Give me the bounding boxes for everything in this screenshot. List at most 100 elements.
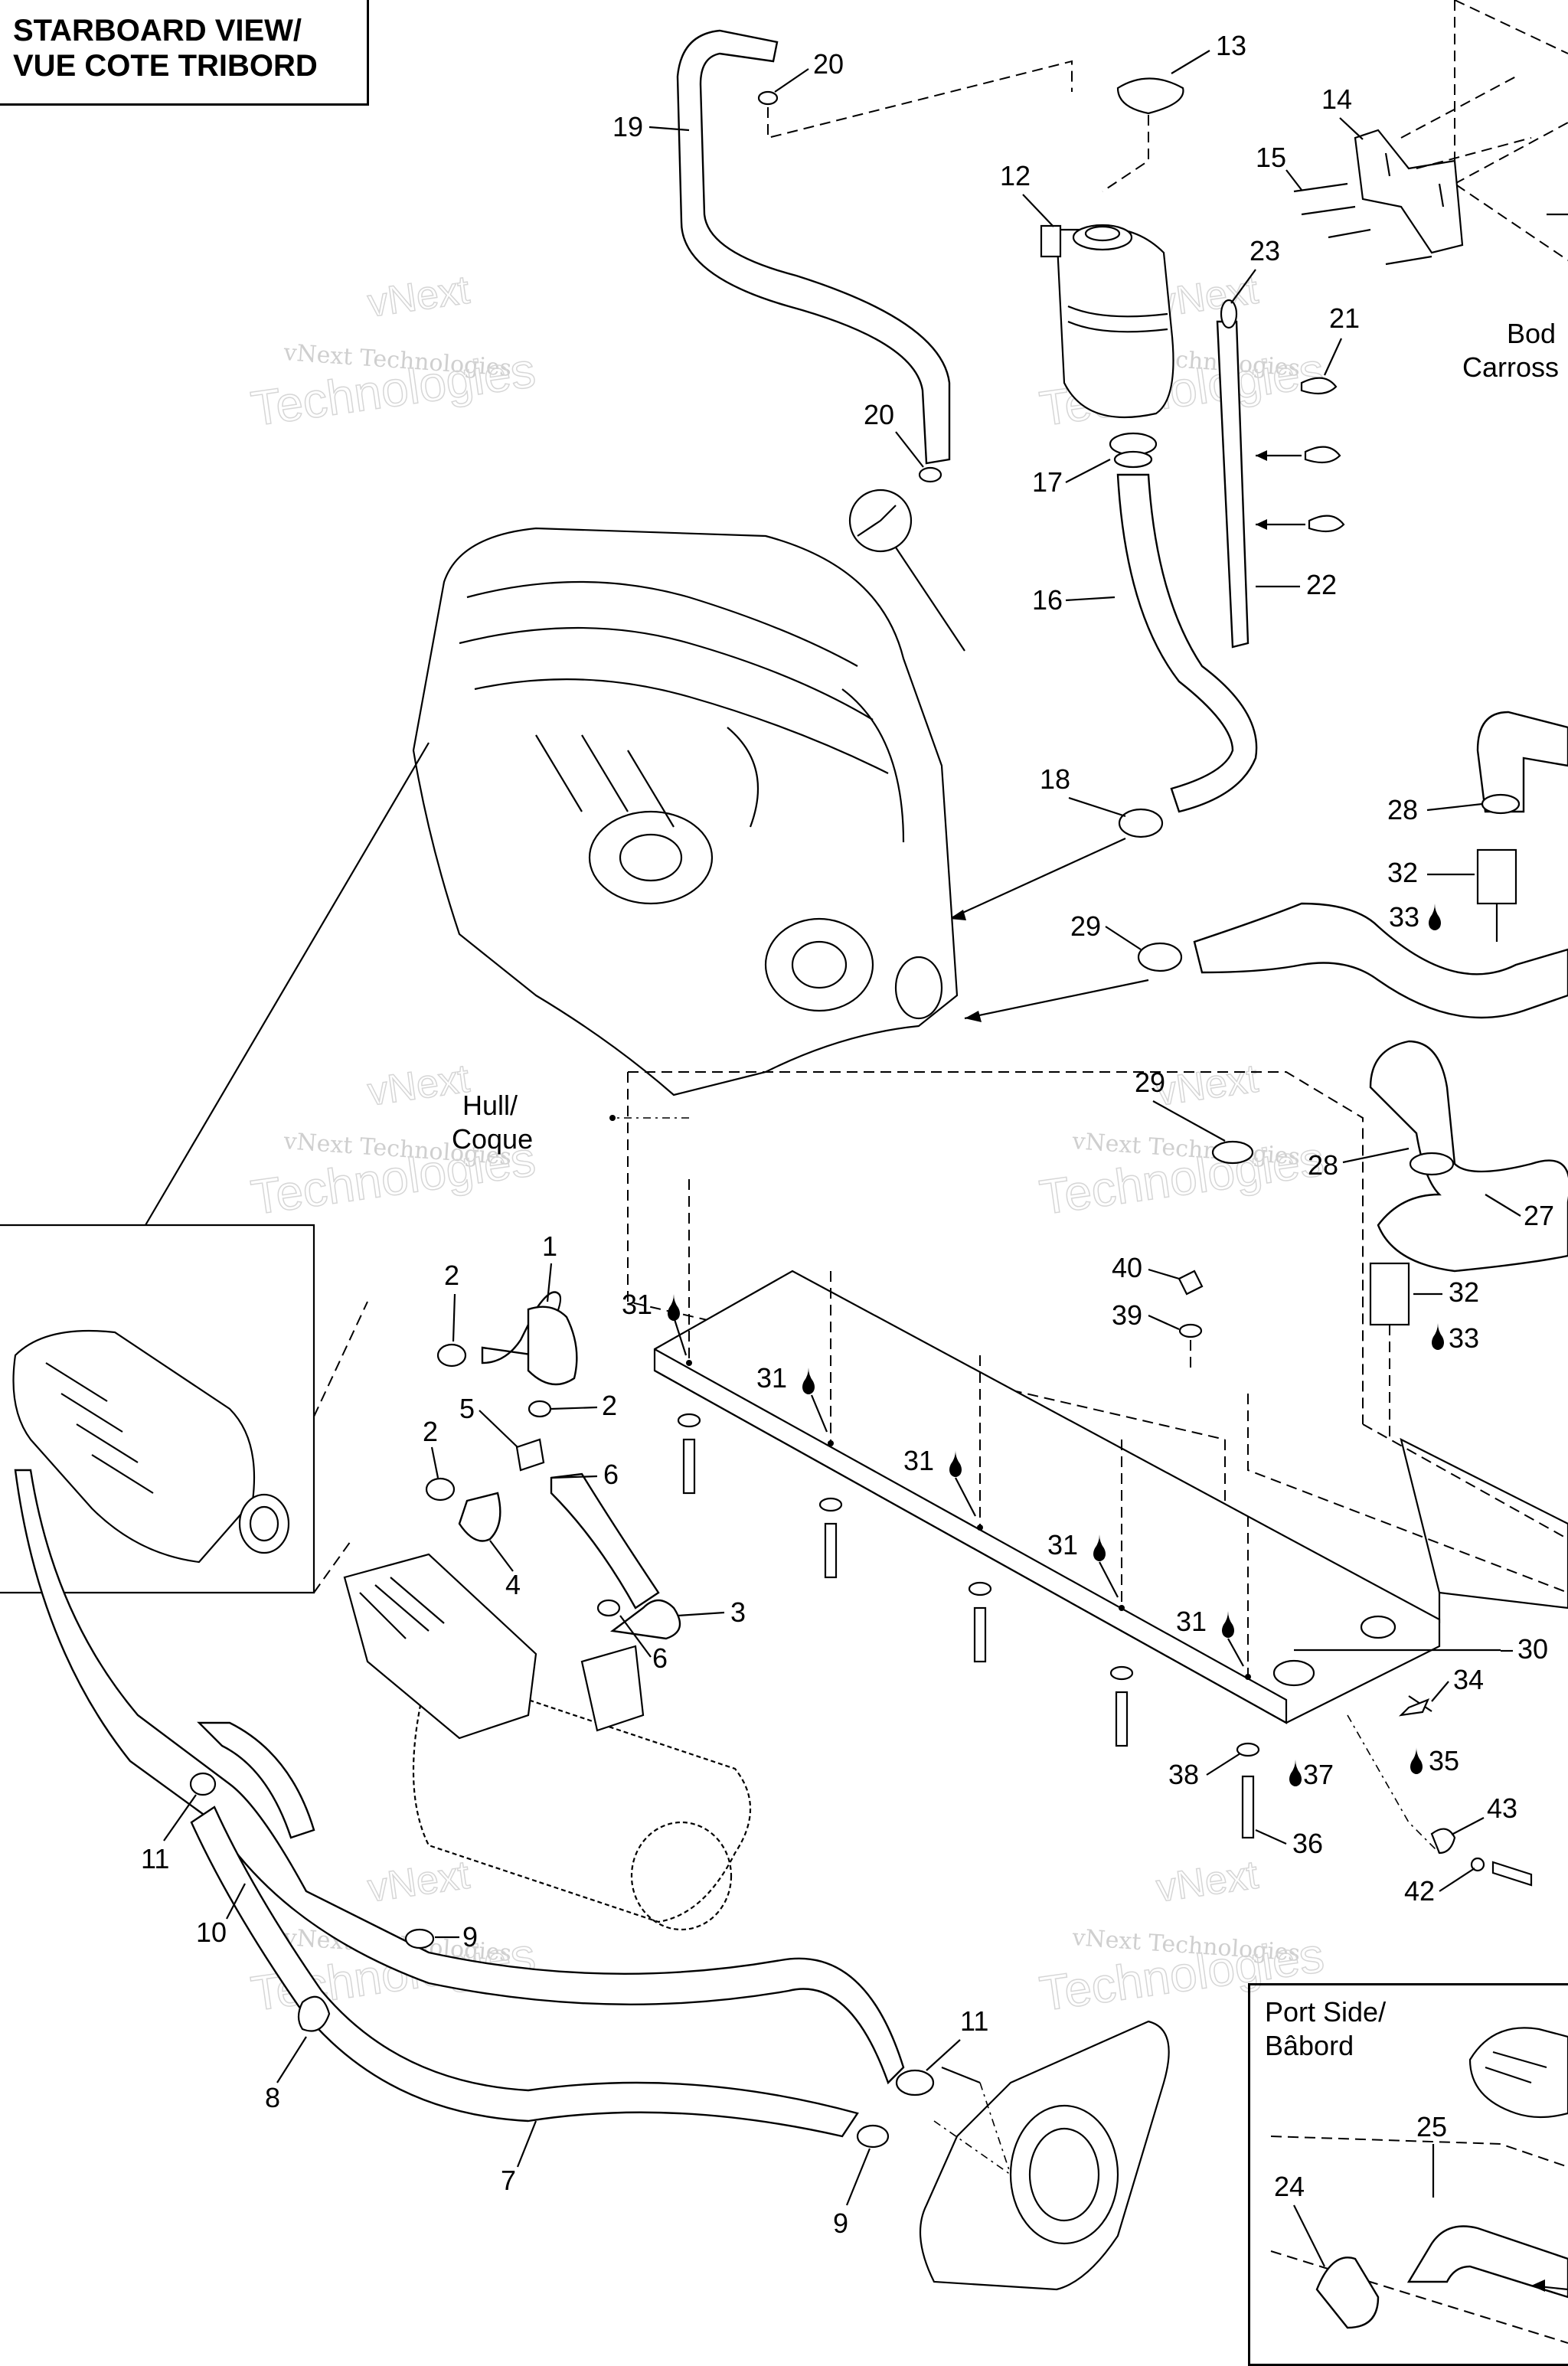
callout-5: 5 xyxy=(459,1393,518,1448)
callout-15: 15 xyxy=(1256,142,1302,191)
svg-text:13: 13 xyxy=(1216,30,1246,61)
parts-34-35-42-43 xyxy=(1347,1695,1533,1887)
callout-33b: 33 xyxy=(1449,1322,1479,1354)
hull-label-en: Hull/ xyxy=(462,1090,518,1121)
clamp-9-upper xyxy=(404,1928,435,1949)
svg-text:32: 32 xyxy=(1387,857,1418,888)
port-label-fr: Bâbord xyxy=(1265,2030,1354,2061)
view-title-box: STARBOARD VIEW/ VUE COTE TRIBORD xyxy=(0,0,369,106)
svg-text:19: 19 xyxy=(612,111,643,142)
sealant-drop-icon xyxy=(1289,1760,1302,1786)
svg-text:35: 35 xyxy=(1429,1745,1459,1776)
svg-text:38: 38 xyxy=(1168,1759,1199,1790)
fittings-28-32 xyxy=(1369,793,1521,1440)
svg-text:24: 24 xyxy=(1274,2171,1305,2202)
fitting-32-mid xyxy=(1369,1262,1410,1326)
svg-text:31: 31 xyxy=(756,1362,787,1394)
callout-35: 35 xyxy=(1429,1745,1459,1776)
callout-3: 3 xyxy=(677,1596,746,1628)
svg-text:29: 29 xyxy=(1135,1067,1165,1098)
sealant-drop-icon xyxy=(802,1368,815,1394)
svg-text:32: 32 xyxy=(1449,1276,1479,1308)
callout-24: 24 xyxy=(1274,2171,1325,2267)
hull-label-fr: Coque xyxy=(452,1123,533,1155)
elbow-4 xyxy=(458,1492,501,1542)
callout-28b: 28 xyxy=(1308,1147,1410,1181)
svg-text:16: 16 xyxy=(1032,584,1063,616)
sealant-drop-icon xyxy=(1222,1611,1234,1638)
callout-2c: 2 xyxy=(423,1416,439,1479)
svg-text:11: 11 xyxy=(960,2005,988,2037)
svg-text:39: 39 xyxy=(1112,1299,1142,1331)
clamps-21 xyxy=(1256,377,1345,533)
svg-text:18: 18 xyxy=(1040,763,1070,795)
svg-text:21: 21 xyxy=(1329,302,1360,334)
callout-7: 7 xyxy=(501,2120,537,2196)
svg-text:40: 40 xyxy=(1112,1252,1142,1283)
reservoir-fitting xyxy=(1040,224,1062,258)
svg-text:22: 22 xyxy=(1306,569,1337,600)
svg-text:37: 37 xyxy=(1303,1759,1334,1790)
svg-text:28: 28 xyxy=(1387,794,1418,825)
callout-42: 42 xyxy=(1404,1868,1475,1907)
callout-37: 37 xyxy=(1303,1759,1334,1790)
body-label-en: Bod xyxy=(1507,318,1556,349)
callout-10: 10 xyxy=(196,1883,246,1948)
callout-38: 38 xyxy=(1168,1753,1241,1790)
callout-group: 1 2 2 2 3 4 5 6 6 7 8 9 9 10 11 11 12 13… xyxy=(141,30,1554,2267)
hose-22 xyxy=(1216,299,1250,649)
callout-6b: 6 xyxy=(619,1615,668,1674)
svg-text:2: 2 xyxy=(444,1260,459,1291)
clamp-2-a xyxy=(436,1343,467,1368)
callout-29b: 29 xyxy=(1135,1067,1226,1142)
callout-22: 22 xyxy=(1256,569,1337,600)
clamp-2-b xyxy=(528,1400,552,1418)
fitting-32-top xyxy=(1476,848,1517,905)
clamp-28-top xyxy=(1481,793,1521,815)
callout-23: 23 xyxy=(1230,235,1280,304)
svg-text:25: 25 xyxy=(1416,2111,1447,2142)
callout-21: 21 xyxy=(1324,302,1360,376)
svg-text:3: 3 xyxy=(730,1596,746,1628)
svg-text:vNext: vNext xyxy=(1154,1057,1261,1115)
watermark-1: vNext Technologies vNext Technologies xyxy=(247,267,539,437)
tee-5 xyxy=(515,1438,545,1472)
svg-text:20: 20 xyxy=(813,48,844,80)
clamp-9-lower xyxy=(856,2124,890,2149)
callout-20a: 20 xyxy=(774,48,844,93)
port-side-inset-content xyxy=(1270,2027,1568,2344)
body-label-fr: Carross xyxy=(1462,351,1559,383)
callout-40: 40 xyxy=(1112,1252,1180,1283)
svg-text:vNext: vNext xyxy=(1154,1853,1261,1911)
callout-32b: 32 xyxy=(1413,1276,1479,1308)
callout-12: 12 xyxy=(1000,160,1054,227)
sealant-drop-icon xyxy=(1093,1534,1106,1561)
nuts-39-40 xyxy=(1178,1270,1204,1371)
engine-assembly xyxy=(145,489,965,1226)
clamp-20-top xyxy=(757,90,779,106)
callout-4: 4 xyxy=(489,1540,521,1600)
svg-text:11: 11 xyxy=(141,1843,169,1874)
callout-8: 8 xyxy=(265,2036,307,2113)
callout-13: 13 xyxy=(1171,30,1246,74)
callout-1: 1 xyxy=(542,1230,557,1302)
svg-text:4: 4 xyxy=(505,1569,521,1600)
svg-text:9: 9 xyxy=(462,1921,478,1953)
callout-2b: 2 xyxy=(550,1390,617,1421)
clamp-11-left xyxy=(189,1772,217,1796)
clamp-28-mid xyxy=(1409,1152,1455,1176)
callout-20b: 20 xyxy=(864,399,924,468)
coolant-reservoir-12 xyxy=(1040,224,1174,419)
svg-text:vNext: vNext xyxy=(365,1057,472,1115)
view-title-fr: VUE COTE TRIBORD xyxy=(13,49,318,83)
svg-text:43: 43 xyxy=(1487,1792,1517,1824)
svg-text:10: 10 xyxy=(196,1917,227,1948)
sealant-drop-icon xyxy=(668,1294,680,1321)
svg-text:31: 31 xyxy=(1047,1529,1078,1560)
callout-36: 36 xyxy=(1255,1828,1323,1859)
svg-text:6: 6 xyxy=(652,1642,668,1674)
jet-pump-housing xyxy=(919,2020,1170,2291)
svg-text:29: 29 xyxy=(1070,910,1101,942)
svg-text:6: 6 xyxy=(603,1459,619,1490)
